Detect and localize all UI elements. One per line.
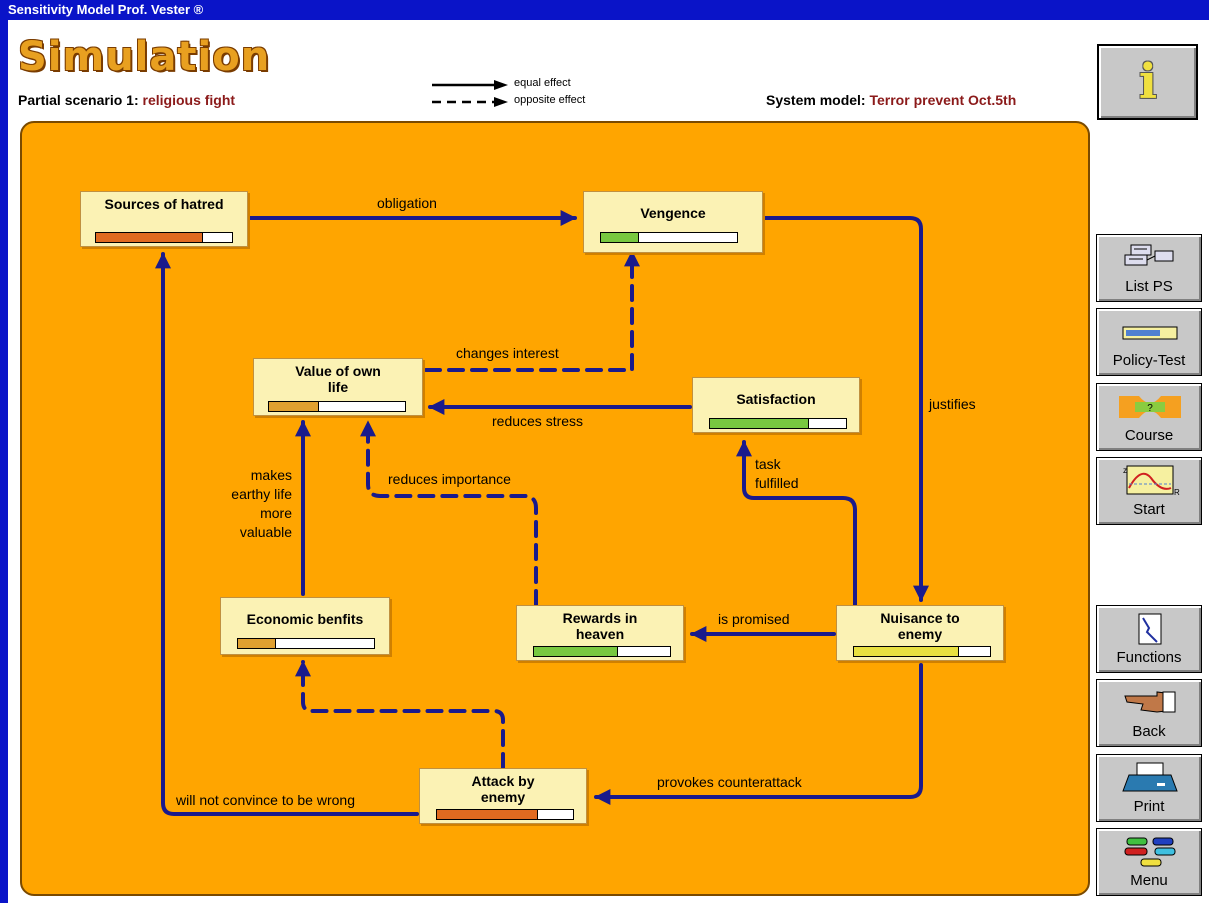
node-rewards-in-heaven[interactable]: Rewards in heaven [516, 605, 684, 661]
back-label: Back [1132, 723, 1166, 740]
edge-label-is-promised: is promised [718, 611, 790, 627]
node-label: Vengence [640, 205, 706, 221]
scenario-value: religious fight [142, 92, 236, 108]
list-ps-button[interactable]: List PS [1096, 234, 1202, 302]
node-level-bar [237, 638, 375, 649]
page-title: Simulation [18, 34, 271, 80]
node-label: Satisfaction [736, 391, 816, 407]
solid-arrow-icon [432, 80, 508, 90]
svg-text:?: ? [1147, 403, 1153, 414]
node-level-bar [268, 401, 406, 412]
list-ps-label: List PS [1125, 278, 1173, 295]
system-model-value: Terror prevent Oct.5th [869, 92, 1017, 108]
legend-opposite-label: opposite effect [514, 94, 586, 106]
print-label: Print [1133, 798, 1165, 815]
node-level-bar [600, 232, 738, 243]
node-level-bar [853, 646, 991, 657]
edge-label-reduces-stress: reduces stress [492, 413, 584, 429]
svg-text:R: R [1174, 488, 1180, 497]
node-value-of-own-life[interactable]: Value of own life [253, 358, 423, 416]
course-button[interactable]: ? Course [1096, 383, 1202, 451]
node-attack-by-enemy[interactable]: Attack by enemy [419, 768, 587, 824]
node-economic-benfits[interactable]: Economic benfits [220, 597, 390, 655]
print-button[interactable]: Print [1096, 754, 1202, 822]
window-titlebar: Sensitivity Model Prof. Vester ® [0, 0, 1209, 20]
menu-button[interactable]: Menu [1096, 828, 1202, 896]
edge-label-reduces-importance: reduces importance [388, 471, 511, 487]
functions-label: Functions [1116, 649, 1182, 666]
node-nuisance-to-enemy[interactable]: Nuisance to enemy [836, 605, 1004, 661]
menu-icon [1124, 837, 1176, 867]
node-label: Economic benfits [246, 611, 364, 627]
start-chart-icon: z R [1123, 465, 1180, 497]
node-satisfaction[interactable]: Satisfaction [692, 377, 860, 433]
node-label: Sources of hatred [104, 196, 224, 212]
node-vengence[interactable]: Vengence [583, 191, 763, 253]
list-ps-icon [1124, 244, 1174, 266]
policy-test-label: Policy-Test [1112, 352, 1186, 369]
edge-label-makes-valuable: makes earthy life more valuable [231, 467, 292, 540]
node-level-bar [533, 646, 671, 657]
edge-label-changes-interest: changes interest [456, 345, 559, 361]
policy-test-button[interactable]: Policy-Test [1096, 308, 1202, 376]
scenario-label: Partial scenario 1: [18, 92, 139, 108]
edge-label-will-not-convince: will not convince to be wrong [176, 792, 355, 808]
node-label: Nuisance to enemy [880, 610, 960, 642]
node-label: Attack by enemy [471, 773, 535, 805]
legend-equal-label: equal effect [514, 77, 571, 89]
functions-icon [1138, 613, 1162, 645]
edge-label-provokes-counterattack: provokes counterattack [657, 774, 802, 790]
system-model-caption: System model: Terror prevent Oct.5th [766, 92, 1016, 108]
start-label: Start [1133, 501, 1165, 518]
edge-label-task-fulfilled: task fulfilled [755, 456, 799, 491]
back-button[interactable]: Back [1096, 679, 1202, 747]
course-icon: ? [1119, 396, 1181, 418]
pointing-hand-icon [1124, 691, 1176, 713]
node-label: Value of own life [295, 363, 381, 395]
menu-label: Menu [1130, 872, 1168, 889]
start-button[interactable]: z R Start [1096, 457, 1202, 525]
system-model-label: System model: [766, 92, 866, 108]
info-icon: i [1138, 54, 1158, 110]
svg-text:z: z [1123, 466, 1127, 475]
node-sources-of-hatred[interactable]: Sources of hatred [80, 191, 248, 247]
edge-label-obligation: obligation [377, 195, 437, 211]
window-frame [0, 20, 8, 903]
node-label: Rewards in heaven [562, 610, 638, 642]
node-level-bar [436, 809, 574, 820]
info-button[interactable]: i [1097, 44, 1198, 120]
course-label: Course [1124, 427, 1174, 444]
dashed-arrow-icon [432, 97, 508, 107]
node-level-bar [709, 418, 847, 429]
edge-label-justifies: justifies [929, 396, 976, 412]
scenario-caption: Partial scenario 1: religious fight [18, 92, 235, 108]
node-level-bar [95, 232, 233, 243]
functions-button[interactable]: Functions [1096, 605, 1202, 673]
printer-icon [1122, 762, 1178, 792]
policy-test-icon [1122, 326, 1178, 340]
